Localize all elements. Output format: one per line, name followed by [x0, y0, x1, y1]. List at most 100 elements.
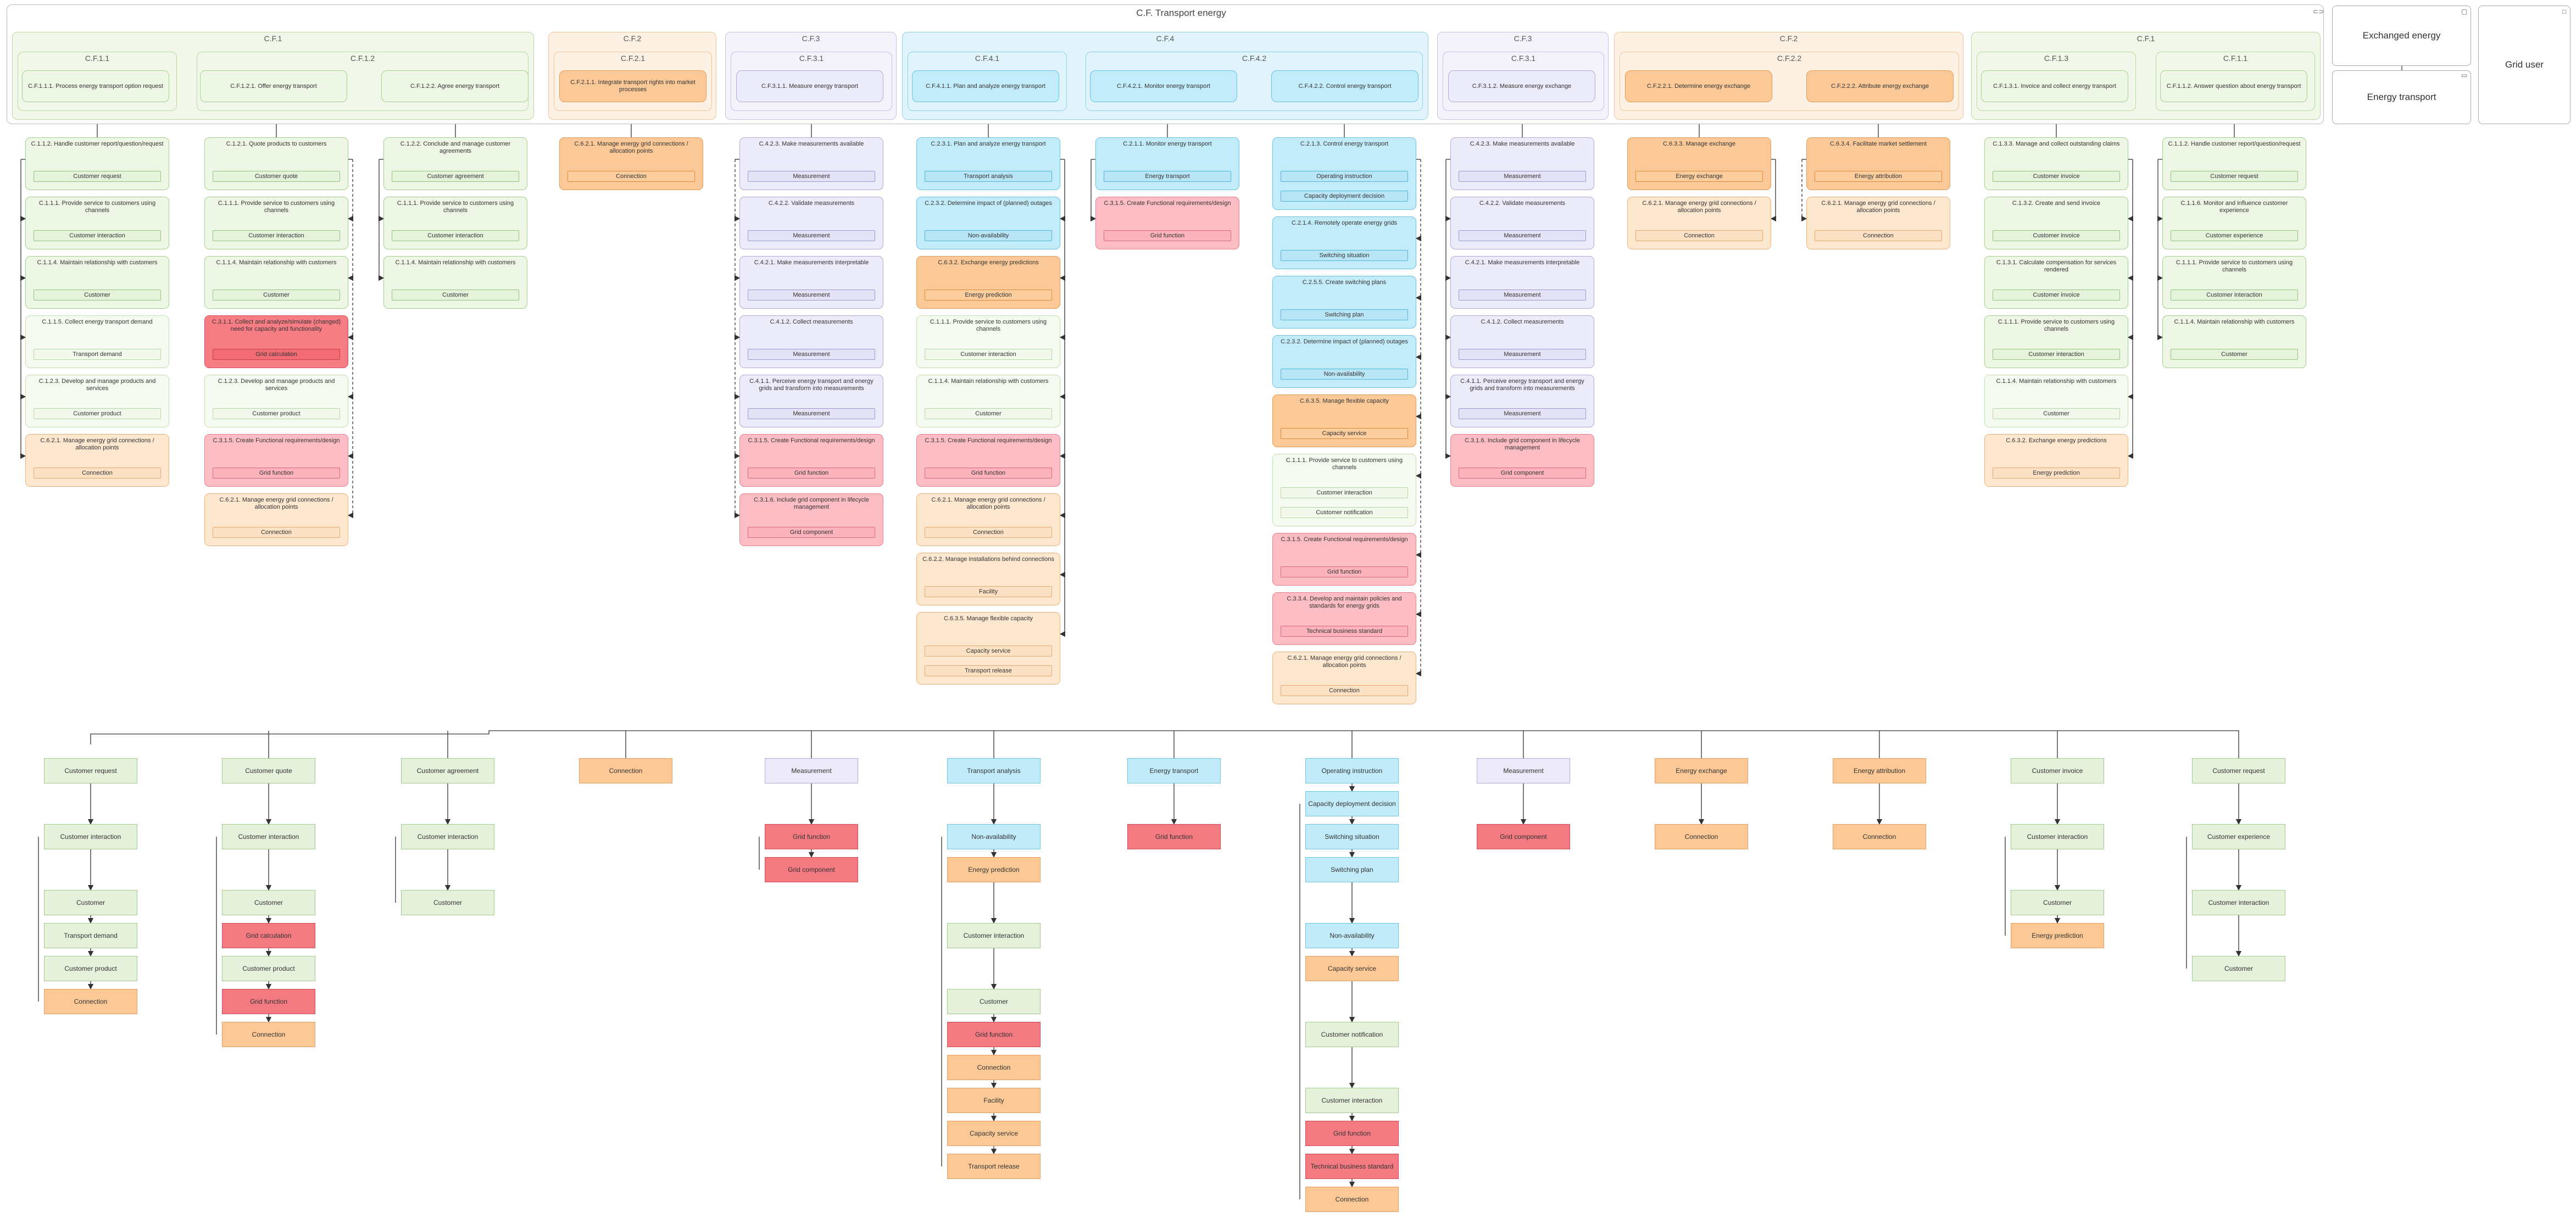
- data-object-customer-interaction[interactable]: Customer interaction: [1993, 349, 2120, 360]
- process-c-f-1-2-2-agree-energy-transport[interactable]: C.F.1.2.2. Agree energy transport: [381, 70, 528, 102]
- capability-card-c-1-1-6-monitor-and-influenc[interactable]: C.1.1.6. Monitor and influence customer …: [2162, 197, 2306, 249]
- data-object-energy-attribution[interactable]: Energy attribution: [1815, 171, 1942, 182]
- object-node-non-availability[interactable]: Non-availability: [1305, 923, 1399, 948]
- object-node-grid-function[interactable]: Grid function: [222, 989, 315, 1014]
- object-node-capacity-deployment-decision[interactable]: Capacity deployment decision: [1305, 791, 1399, 816]
- capability-card-c-3-3-4-develop-and-maintain[interactable]: C.3.3.4. Develop and maintain policies a…: [1272, 592, 1416, 645]
- object-node-customer-experience[interactable]: Customer experience: [2192, 824, 2285, 849]
- exchanged-energy-panel[interactable]: Exchanged energy: [2332, 5, 2471, 66]
- capability-card-c-1-1-1-provide-service-to-c[interactable]: C.1.1.1. Provide service to customers us…: [204, 197, 348, 249]
- capability-card-c-3-1-5-create-functional-re[interactable]: C.3.1.5. Create Functional requirements/…: [204, 434, 348, 487]
- data-object-customer[interactable]: Customer: [1993, 408, 2120, 419]
- data-object-connection[interactable]: Connection: [568, 171, 695, 182]
- data-object-energy-prediction[interactable]: Energy prediction: [925, 290, 1052, 301]
- object-node-operating-instruction[interactable]: Operating instruction: [1305, 758, 1399, 783]
- data-object-customer-product[interactable]: Customer product: [213, 408, 340, 419]
- capability-card-c-1-1-4-maintain-relationshi[interactable]: C.1.1.4. Maintain relationship with cust…: [1984, 375, 2128, 427]
- data-object-energy-prediction[interactable]: Energy prediction: [1993, 468, 2120, 479]
- object-node-customer-interaction[interactable]: Customer interaction: [2011, 824, 2104, 849]
- data-object-measurement[interactable]: Measurement: [1459, 408, 1586, 419]
- capability-card-c-4-2-1-make-measurements-in[interactable]: C.4.2.1. Make measurements interpretable…: [1450, 256, 1594, 309]
- object-node-transport-release[interactable]: Transport release: [947, 1154, 1041, 1179]
- capability-card-c-1-1-4-maintain-relationshi[interactable]: C.1.1.4. Maintain relationship with cust…: [2162, 315, 2306, 368]
- data-object-measurement[interactable]: Measurement: [748, 230, 875, 241]
- capability-card-c-6-2-1-manage-energy-grid-c[interactable]: C.6.2.1. Manage energy grid connections …: [559, 137, 703, 190]
- object-node-measurement[interactable]: Measurement: [765, 758, 858, 783]
- process-c-f-4-2-2-control-energy-transport[interactable]: C.F.4.2.2. Control energy transport: [1271, 70, 1418, 102]
- object-node-customer-request[interactable]: Customer request: [44, 758, 137, 783]
- capability-card-c-3-1-6-include-grid-compone[interactable]: C.3.1.6. Include grid component in lifec…: [739, 493, 883, 546]
- object-node-non-availability[interactable]: Non-availability: [947, 824, 1041, 849]
- data-object-customer[interactable]: Customer: [34, 290, 161, 301]
- capability-card-c-1-1-5-collect-energy-trans[interactable]: C.1.1.5. Collect energy transport demand…: [25, 315, 169, 368]
- data-object-energy-transport[interactable]: Energy transport: [1104, 171, 1231, 182]
- data-object-measurement[interactable]: Measurement: [1459, 230, 1586, 241]
- object-node-grid-function[interactable]: Grid function: [1305, 1121, 1399, 1146]
- process-c-f-2-2-1-determine-energy-exchange[interactable]: C.F.2.2.1. Determine energy exchange: [1625, 70, 1772, 102]
- capability-card-c-1-1-1-provide-service-to-c[interactable]: C.1.1.1. Provide service to customers us…: [1984, 315, 2128, 368]
- data-object-customer-invoice[interactable]: Customer invoice: [1993, 290, 2120, 301]
- capability-card-c-1-1-2-handle-customer-repo[interactable]: C.1.1.2. Handle customer report/question…: [2162, 137, 2306, 190]
- capability-card-c-1-1-1-provide-service-to-c[interactable]: C.1.1.1. Provide service to customers us…: [25, 197, 169, 249]
- data-object-transport-demand[interactable]: Transport demand: [34, 349, 161, 360]
- data-object-transport-release[interactable]: Transport release: [925, 665, 1052, 676]
- object-node-customer-interaction[interactable]: Customer interaction: [1305, 1088, 1399, 1113]
- data-object-customer-notification[interactable]: Customer notification: [1281, 507, 1408, 518]
- data-object-connection[interactable]: Connection: [1815, 230, 1942, 241]
- capability-card-c-6-2-1-manage-energy-grid-c[interactable]: C.6.2.1. Manage energy grid connections …: [1272, 652, 1416, 704]
- capability-card-c-1-1-4-maintain-relationshi[interactable]: C.1.1.4. Maintain relationship with cust…: [383, 256, 527, 309]
- data-object-customer[interactable]: Customer: [392, 290, 519, 301]
- capability-card-c-1-3-1-calculate-compensati[interactable]: C.1.3.1. Calculate compensation for serv…: [1984, 256, 2128, 309]
- object-node-grid-calculation[interactable]: Grid calculation: [222, 923, 315, 948]
- capability-card-c-1-2-3-develop-and-manage-p[interactable]: C.1.2.3. Develop and manage products and…: [25, 375, 169, 427]
- object-node-customer[interactable]: Customer: [44, 890, 137, 915]
- capability-card-c-1-1-1-provide-service-to-c[interactable]: C.1.1.1. Provide service to customers us…: [383, 197, 527, 249]
- object-node-capacity-service[interactable]: Capacity service: [947, 1121, 1041, 1146]
- object-node-switching-situation[interactable]: Switching situation: [1305, 824, 1399, 849]
- capability-card-c-6-2-2-manage-installations[interactable]: C.6.2.2. Manage installations behind con…: [916, 553, 1060, 605]
- data-object-technical-business-standard[interactable]: Technical business standard: [1281, 626, 1408, 637]
- object-node-measurement[interactable]: Measurement: [1477, 758, 1570, 783]
- data-object-measurement[interactable]: Measurement: [748, 290, 875, 301]
- object-node-customer[interactable]: Customer: [222, 890, 315, 915]
- data-object-customer-interaction[interactable]: Customer interaction: [392, 230, 519, 241]
- object-node-customer-agreement[interactable]: Customer agreement: [401, 758, 494, 783]
- object-node-customer-notification[interactable]: Customer notification: [1305, 1022, 1399, 1047]
- data-object-customer-interaction[interactable]: Customer interaction: [34, 230, 161, 241]
- object-node-grid-function[interactable]: Grid function: [1127, 824, 1221, 849]
- object-node-customer-product[interactable]: Customer product: [44, 956, 137, 981]
- data-object-grid-function[interactable]: Grid function: [1104, 230, 1231, 241]
- object-node-grid-function[interactable]: Grid function: [947, 1022, 1041, 1047]
- object-node-connection[interactable]: Connection: [1655, 824, 1748, 849]
- data-object-measurement[interactable]: Measurement: [748, 408, 875, 419]
- data-object-customer-interaction[interactable]: Customer interaction: [925, 349, 1052, 360]
- data-object-connection[interactable]: Connection: [1635, 230, 1763, 241]
- data-object-grid-function[interactable]: Grid function: [748, 468, 875, 479]
- process-c-f-1-1-1-process-energy-transport-optio[interactable]: C.F.1.1.1. Process energy transport opti…: [22, 70, 169, 102]
- data-object-connection[interactable]: Connection: [1281, 685, 1408, 696]
- capability-card-c-1-1-4-maintain-relationshi[interactable]: C.1.1.4. Maintain relationship with cust…: [204, 256, 348, 309]
- capability-card-c-4-2-1-make-measurements-in[interactable]: C.4.2.1. Make measurements interpretable…: [739, 256, 883, 309]
- process-c-f-1-3-1-invoice-and-collect-energy-tra[interactable]: C.F.1.3.1. Invoice and collect energy tr…: [1981, 70, 2128, 102]
- object-node-customer-product[interactable]: Customer product: [222, 956, 315, 981]
- capability-card-c-6-2-1-manage-energy-grid-c[interactable]: C.6.2.1. Manage energy grid connections …: [1627, 197, 1771, 249]
- data-object-customer-interaction[interactable]: Customer interaction: [213, 230, 340, 241]
- capability-card-c-3-1-5-create-functional-re[interactable]: C.3.1.5. Create Functional requirements/…: [1095, 197, 1239, 249]
- capability-card-c-3-1-5-create-functional-re[interactable]: C.3.1.5. Create Functional requirements/…: [1272, 533, 1416, 586]
- data-object-customer-experience[interactable]: Customer experience: [2171, 230, 2298, 241]
- object-node-connection[interactable]: Connection: [579, 758, 672, 783]
- capability-card-c-6-2-1-manage-energy-grid-c[interactable]: C.6.2.1. Manage energy grid connections …: [1806, 197, 1950, 249]
- data-object-grid-component[interactable]: Grid component: [1459, 468, 1586, 479]
- capability-card-c-1-2-2-conclude-and-manage-[interactable]: C.1.2.2. Conclude and manage customer ag…: [383, 137, 527, 190]
- process-c-f-1-1-2-answer-question-about-energy-t[interactable]: C.F.1.1.2. Answer question about energy …: [2160, 70, 2307, 102]
- object-node-grid-component[interactable]: Grid component: [765, 857, 858, 882]
